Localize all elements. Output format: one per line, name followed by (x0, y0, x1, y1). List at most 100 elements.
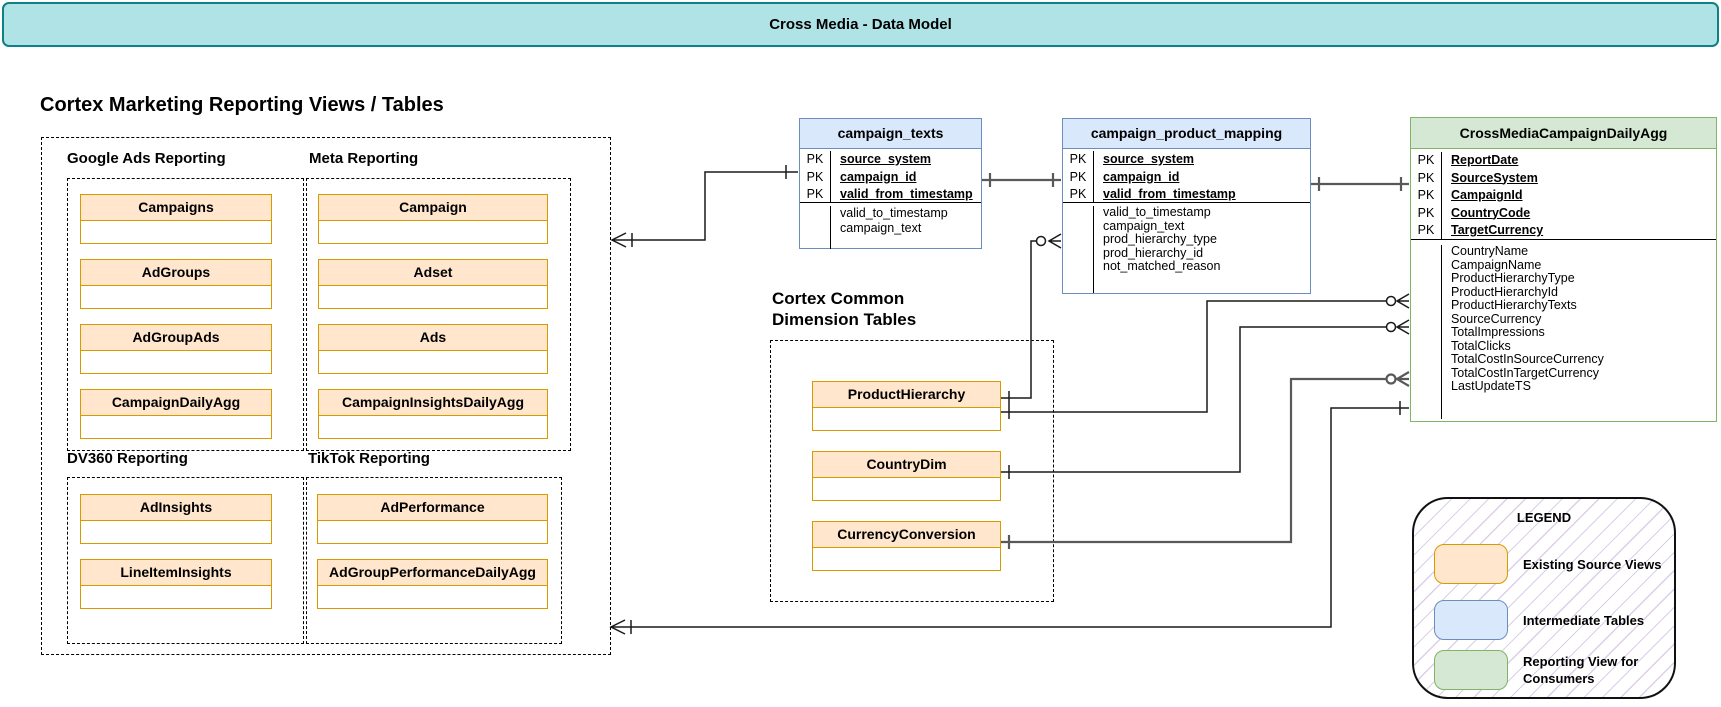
attribute-fields: valid_to_timestamp campaign_text (840, 206, 948, 235)
attribute-fields: valid_to_timestamp campaign_text prod_hi… (1103, 205, 1221, 274)
dv360-label: DV360 Reporting (67, 450, 188, 467)
entity-lineiteminsights: LineItemInsights (80, 559, 272, 609)
entity-adperformance: AdPerformance (317, 494, 548, 544)
entity-body (813, 408, 1000, 430)
orange-swatch (1434, 544, 1508, 584)
entity-body (81, 586, 271, 608)
pk-fields: ReportDate SourceSystem CampaignId Count… (1451, 153, 1544, 237)
attribute-section: valid_to_timestamp campaign_text prod_hi… (1063, 203, 1310, 293)
entity-campaigns: Campaigns (80, 194, 272, 244)
title-banner: Cross Media - Data Model (2, 2, 1719, 47)
entity-title: AdGroupPerformanceDailyAgg (318, 560, 547, 586)
entity-producthierarchy: ProductHierarchy (812, 381, 1001, 431)
pk-gutter (800, 206, 831, 249)
entity-title: CountryDim (813, 452, 1000, 478)
green-swatch (1434, 650, 1508, 690)
entity-body (81, 521, 271, 543)
entity-title: Ads (319, 325, 547, 351)
line-countrydim-to-crossmedia (1001, 326, 1386, 473)
legend-title: LEGEND (1516, 510, 1572, 525)
entity-title: CampaignInsightsDailyAgg (319, 390, 547, 416)
entity-body (81, 286, 271, 308)
table-campaign-product-mapping: campaign_product_mapping PK PK PK source… (1062, 118, 1311, 294)
zero-circle (1385, 373, 1397, 385)
entity-body (319, 416, 547, 438)
zero-circle (1385, 321, 1397, 333)
entity-title: LineItemInsights (81, 560, 271, 586)
entity-body (813, 548, 1000, 570)
primary-key-section: PK PK PK PK PK ReportDate SourceSystem C… (1411, 149, 1716, 240)
attribute-section: valid_to_timestamp campaign_text (800, 203, 981, 249)
line-marketing-to-campaign-texts (612, 171, 798, 241)
entity-campaigninsightsdailyagg: CampaignInsightsDailyAgg (318, 389, 548, 439)
entity-ads: Ads (318, 324, 548, 374)
entity-body (318, 586, 547, 608)
entity-title: Adset (319, 260, 547, 286)
crowfoot-many-mark (1394, 371, 1410, 387)
legend-row-reporting: Reporting View for Consumers (1434, 649, 1663, 691)
meta-label: Meta Reporting (309, 150, 419, 167)
line-producthierarchy-to-crossmedia (1001, 300, 1386, 413)
pk-labels: PK PK PK (1063, 151, 1094, 202)
table-campaign-texts: campaign_texts PK PK PK source_system ca… (799, 118, 982, 249)
entity-body (319, 351, 547, 373)
entity-title: AdGroupAds (81, 325, 271, 351)
entity-body (319, 221, 547, 243)
table-title: campaign_product_mapping (1063, 119, 1310, 149)
entity-campaign: Campaign (318, 194, 548, 244)
legend-label: Existing Source Views (1523, 556, 1662, 572)
primary-key-section: PK PK PK source_system campaign_id valid… (800, 149, 981, 203)
pk-labels: PK PK PK (800, 151, 831, 202)
crowfoot-many-mark (1395, 293, 1410, 309)
entity-body (81, 351, 271, 373)
entity-adinsights: AdInsights (80, 494, 272, 544)
primary-key-section: PK PK PK source_system campaign_id valid… (1063, 149, 1310, 203)
attribute-section: CountryName CampaignName ProductHierarch… (1411, 240, 1716, 419)
entity-adgroups: AdGroups (80, 259, 272, 309)
tiktok-label: TikTok Reporting (308, 450, 430, 467)
pk-labels: PK PK PK PK PK (1411, 152, 1442, 239)
entity-body (81, 221, 271, 243)
google-ads-label: Google Ads Reporting (67, 150, 226, 167)
google-ads-box (67, 178, 304, 451)
blue-swatch (1434, 600, 1508, 640)
entity-title: Campaign (319, 195, 547, 221)
meta-box (306, 178, 571, 451)
entity-title: AdInsights (81, 495, 271, 521)
legend: LEGEND Existing Source Views Intermediat… (1412, 497, 1676, 699)
pk-gutter (1411, 245, 1442, 419)
marketing-group-box (41, 137, 611, 655)
dv360-box (67, 477, 304, 644)
crowfoot-many-mark (1395, 319, 1410, 335)
pk-fields: source_system campaign_id valid_from_tim… (1103, 152, 1236, 201)
legend-label: Reporting View for Consumers (1523, 654, 1639, 686)
pk-gutter (1063, 206, 1094, 293)
entity-body (319, 286, 547, 308)
pk-fields: source_system campaign_id valid_from_tim… (840, 152, 973, 201)
crowfoot-many-mark (609, 619, 626, 635)
entity-adgroupperformancedailyagg: AdGroupPerformanceDailyAgg (317, 559, 548, 609)
crowfoot-many-mark (1047, 233, 1062, 249)
entity-title: Campaigns (81, 195, 271, 221)
entity-body (813, 478, 1000, 500)
entity-body (318, 521, 547, 543)
crowfoot-many-mark (610, 232, 627, 248)
legend-row-intermediate: Intermediate Tables (1434, 599, 1663, 641)
tiktok-box (306, 477, 562, 644)
entity-adgroupads: AdGroupAds (80, 324, 272, 374)
legend-row-source-views: Existing Source Views (1434, 543, 1663, 585)
dimension-tables-heading: Cortex Common Dimension Tables (772, 289, 917, 329)
entity-title: AdGroups (81, 260, 271, 286)
entity-title: ProductHierarchy (813, 382, 1000, 408)
line-currencyconversion-to-crossmedia (1001, 377, 1386, 544)
zero-circle (1385, 295, 1397, 307)
entity-title: AdPerformance (318, 495, 547, 521)
table-crossmedia-campaign-daily-agg: CrossMediaCampaignDailyAgg PK PK PK PK P… (1410, 117, 1717, 422)
zero-circle (1035, 235, 1047, 247)
marketing-heading: Cortex Marketing Reporting Views / Table… (40, 94, 444, 116)
entity-title: CampaignDailyAgg (81, 390, 271, 416)
entity-campaigndailyagg: CampaignDailyAgg (80, 389, 272, 439)
legend-label: Intermediate Tables (1523, 612, 1645, 628)
diagram-title: Cross Media - Data Model (769, 16, 952, 33)
entity-currencyconversion: CurrencyConversion (812, 521, 1001, 571)
